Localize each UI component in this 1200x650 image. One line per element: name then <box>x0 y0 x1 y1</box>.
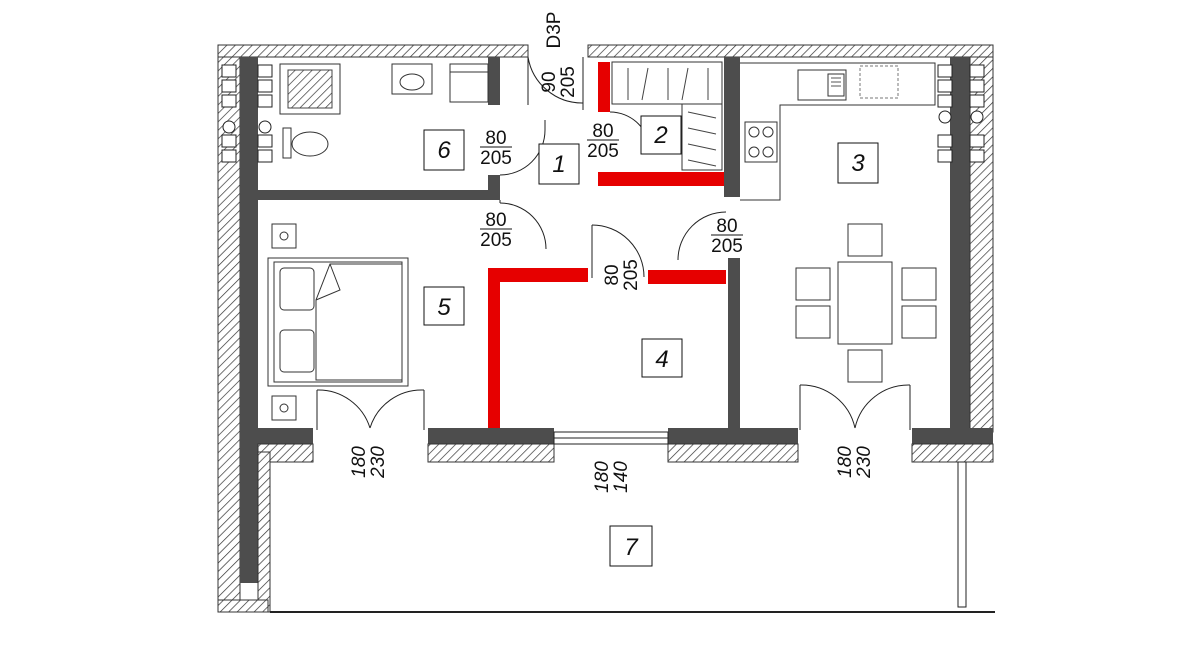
door-swings <box>316 56 911 430</box>
room-label-3: 3 <box>851 150 865 177</box>
bathroom-door-dims: 80 205 <box>480 128 512 169</box>
entrance-door-height: 205 <box>558 66 579 98</box>
room-label-6: 6 <box>437 137 451 164</box>
room4-window-width: 180 <box>592 461 613 493</box>
living-balcony-width: 180 <box>835 446 856 478</box>
interior-walls <box>258 57 740 428</box>
kitchen-door-height: 205 <box>711 236 743 257</box>
bathroom-door-height: 205 <box>480 148 512 169</box>
room-label-box-6: 6 <box>423 129 465 171</box>
entrance-door-width: 90 <box>539 71 560 92</box>
room-label-box-4: 4 <box>641 338 683 378</box>
outer-walls <box>217 44 995 613</box>
closet-door-height: 205 <box>587 141 619 162</box>
bedroom-balcony-height: 230 <box>368 446 389 479</box>
bathroom-door-width: 80 <box>485 128 506 149</box>
living-balcony-dims: 180 230 <box>835 446 875 479</box>
bedroom-balcony-width: 180 <box>349 446 370 478</box>
room-label-box-7: 7 <box>609 525 653 567</box>
room-label-box-5: 5 <box>423 286 465 326</box>
room-label-4: 4 <box>655 346 668 373</box>
bedroom-balcony-dims: 180 230 <box>349 446 389 479</box>
closet-door-width: 80 <box>592 121 613 142</box>
bedroom-door-dims: 80 205 <box>480 210 512 251</box>
kitchen-door-width: 80 <box>716 216 737 237</box>
room4-window-dims: 180 140 <box>592 461 632 493</box>
room-label-box-3: 3 <box>837 142 879 184</box>
kitchen-door-dims: 80 205 <box>711 216 743 257</box>
room-label-box-2: 2 <box>640 115 682 155</box>
room-label-5: 5 <box>437 294 451 321</box>
entrance-door-dims: 90 205 <box>539 66 579 98</box>
bedroom-door-width: 80 <box>485 210 506 231</box>
entrance-door-code-group: D3P <box>544 12 565 49</box>
living-balcony-height: 230 <box>854 446 875 479</box>
room-label-2: 2 <box>653 122 667 149</box>
room4-door-dims: 80 205 <box>602 259 642 291</box>
room4-window-height: 140 <box>611 461 632 493</box>
closet-door-dims: 80 205 <box>587 121 619 162</box>
entrance-door-code: D3P <box>544 12 565 49</box>
room-label-7: 7 <box>624 534 639 561</box>
room4-door-width: 80 <box>602 264 623 285</box>
room-label-1: 1 <box>552 151 565 178</box>
bedroom-door-height: 205 <box>480 230 512 251</box>
room-label-box-1: 1 <box>538 143 580 185</box>
furniture <box>267 61 937 421</box>
room4-door-height: 205 <box>621 259 642 291</box>
